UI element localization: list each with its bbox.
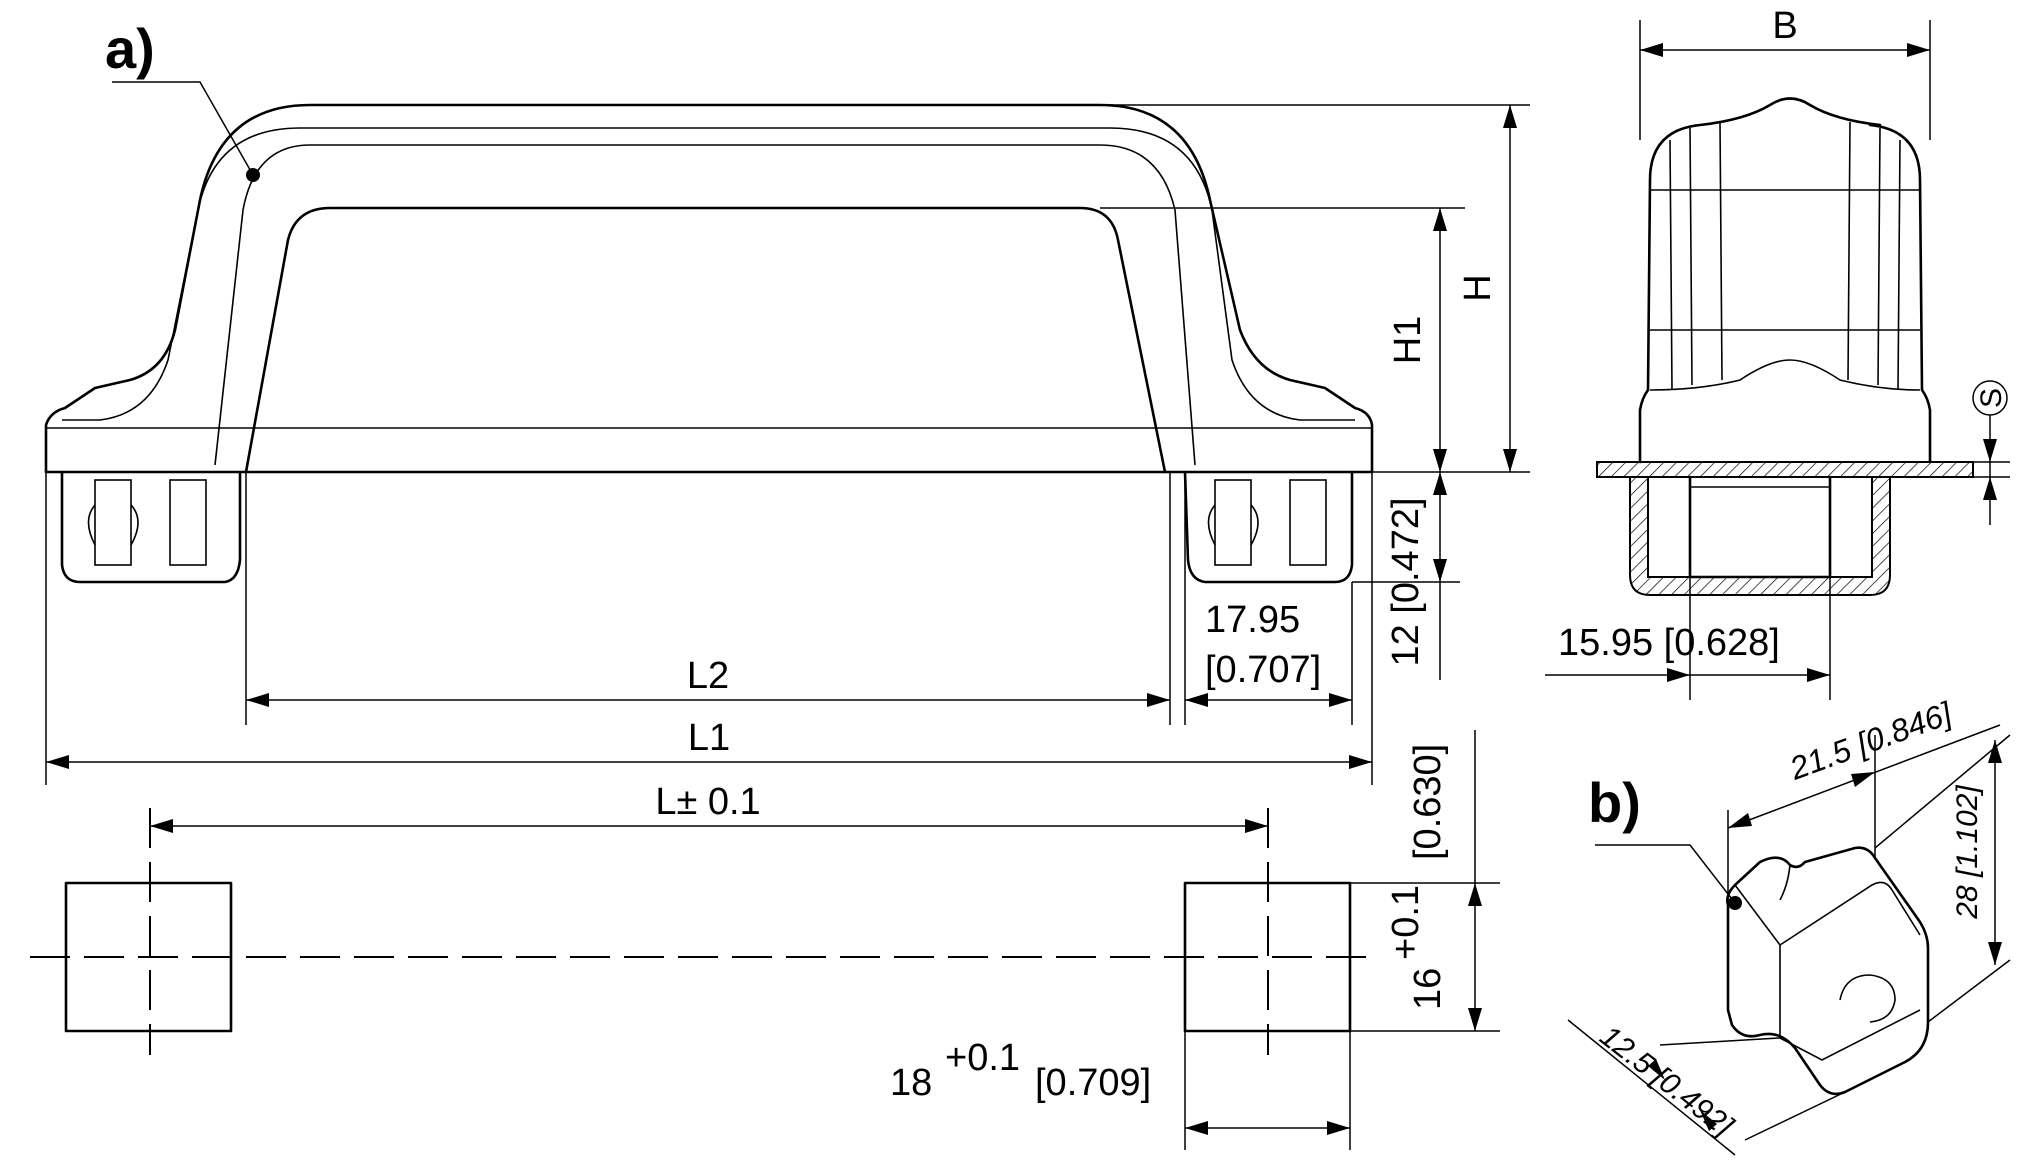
- dim-label-15-95: 15.95 [0.628]: [1558, 622, 1780, 664]
- label-b: b): [1588, 771, 1641, 834]
- dim-label-18-tol: +0.1: [945, 1037, 1020, 1079]
- panel-cutout-view: L± 0.1 16 +0.1 [0.630] 18 +0.1 [0.709]: [30, 730, 1500, 1150]
- dim-label-16: 16: [1407, 968, 1449, 1010]
- dim-label-17-95: 17.95: [1205, 599, 1300, 641]
- label-a: a): [105, 17, 155, 80]
- dim-label-0-709: [0.709]: [1035, 1062, 1151, 1104]
- dim-label-16-tol: +0.1: [1385, 885, 1427, 960]
- dim-label-H1: H1: [1387, 316, 1429, 365]
- handle-front-view: a): [44, 17, 1374, 584]
- dim-label-H: H: [1457, 274, 1499, 301]
- dim-label-28: 28 [1.102]: [1951, 785, 1984, 920]
- dim-label-L1: L1: [688, 717, 730, 759]
- dim-label-12: 12 [0.472]: [1385, 497, 1427, 666]
- length-dimensions: L2 L1 17.95 [0.707]: [45, 472, 1373, 785]
- dim-label-L2: L2: [687, 655, 729, 697]
- dim-label-18: 18: [890, 1062, 932, 1104]
- dim-label-B: B: [1772, 5, 1797, 47]
- dim-label-S: S: [1975, 388, 2008, 408]
- handle-side-view: B S 15.95 [0.628]: [1545, 5, 2010, 700]
- dim-label-0-630: [0.630]: [1407, 744, 1449, 860]
- dim-label-0-707: [0.707]: [1205, 649, 1321, 691]
- dim-label-L: L± 0.1: [655, 781, 760, 823]
- height-dimensions: H H1 12 [0.472]: [1100, 104, 1530, 680]
- insert-isometric-view: 21.5 [0.846] 28 [1.102] 12.5 [0.492] b): [1567, 695, 2011, 1156]
- dim-label-12-5: 12.5 [0.492]: [1594, 1020, 1740, 1144]
